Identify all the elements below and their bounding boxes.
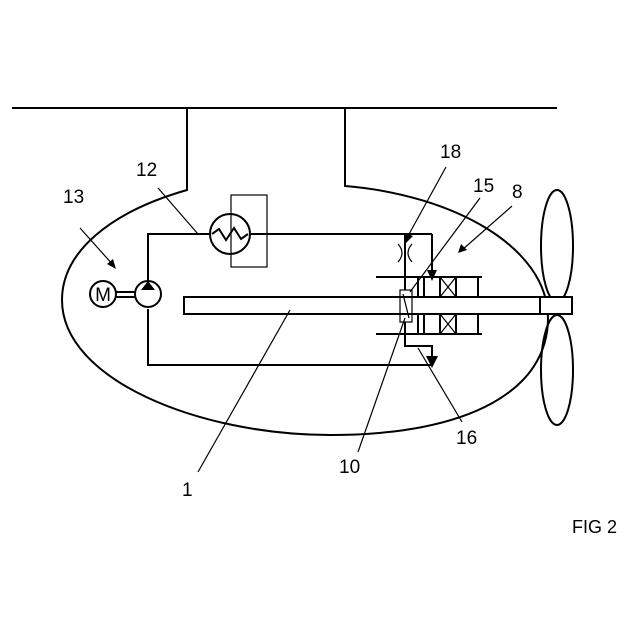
leader-16: [418, 348, 462, 422]
heat-exchanger-coil: [212, 228, 248, 240]
supply-arrow-icon: [427, 270, 437, 281]
leader-8-arrowhead: [458, 244, 467, 253]
return-arrow-icon: [426, 356, 438, 368]
label-8: 8: [512, 182, 523, 203]
leader-1: [198, 310, 290, 472]
leader-12: [158, 188, 198, 234]
propeller-blade-lower: [541, 315, 573, 425]
hydraulic-circuit-upper: [148, 234, 209, 281]
label-18: 18: [440, 142, 461, 163]
bearing-lower-cross: [440, 314, 456, 334]
propeller-hub: [540, 297, 572, 314]
label-1: 1: [182, 480, 193, 501]
shaft: [184, 297, 572, 314]
label-15: 15: [473, 176, 494, 197]
label-16: 16: [456, 428, 477, 449]
label-12: 12: [136, 160, 157, 181]
bearing-upper-cross: [440, 277, 456, 297]
propeller-blade-upper: [541, 190, 573, 302]
pod-body-outline: [62, 108, 548, 435]
label-13: 13: [63, 187, 84, 208]
figure-caption: FIG 2: [572, 517, 617, 537]
label-10: 10: [339, 457, 360, 478]
motor-icon-letter: M: [95, 285, 111, 306]
hydraulic-circuit-lower: [148, 309, 432, 365]
leader-18: [408, 167, 446, 236]
